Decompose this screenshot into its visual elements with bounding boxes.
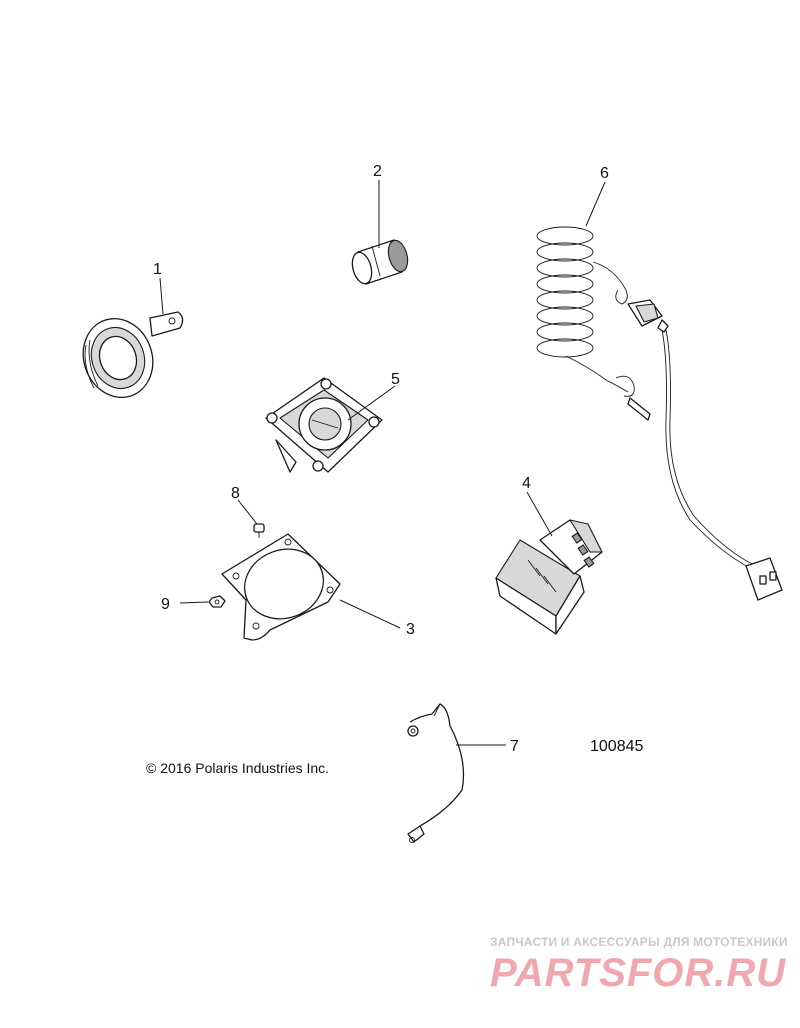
- part-6-tether-harness: [536, 226, 783, 601]
- leader-lines: [159, 180, 606, 746]
- part-4-module: [495, 519, 603, 635]
- callout-3: 3: [406, 621, 415, 638]
- part-5-switch: [265, 377, 383, 473]
- diagram-number: 100845: [590, 738, 643, 755]
- watermark-brand: PARTSFOR.RU: [490, 951, 786, 995]
- part-2-bushing: [351, 239, 409, 285]
- watermark-tagline: ЗАПЧАСТИ И АКСЕССУАРЫ ДЛЯ МОТОТЕХНИКИ: [490, 935, 788, 949]
- part-3-bracket: [221, 533, 341, 641]
- copyright-text: © 2016 Polaris Industries Inc.: [146, 760, 329, 776]
- part-7-cable: [407, 703, 465, 843]
- callout-2: 2: [373, 163, 382, 180]
- part-1-horn: [82, 311, 184, 398]
- callout-8: 8: [231, 485, 240, 502]
- callout-9: 9: [161, 596, 170, 613]
- callout-5: 5: [391, 371, 400, 388]
- callout-6: 6: [600, 165, 609, 182]
- part-8-screw: [253, 523, 265, 538]
- callout-7: 7: [510, 738, 519, 755]
- callout-4: 4: [522, 475, 531, 492]
- part-9-nut: [208, 595, 226, 608]
- callout-1: 1: [153, 261, 162, 278]
